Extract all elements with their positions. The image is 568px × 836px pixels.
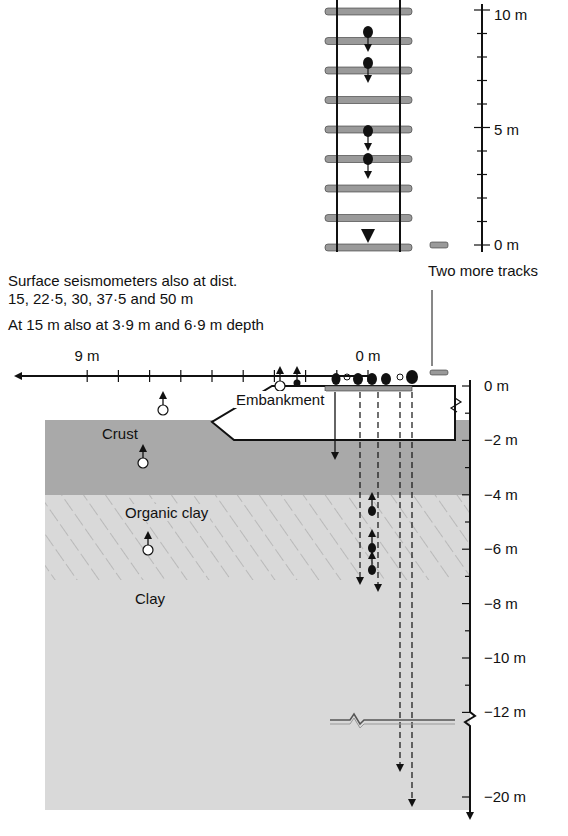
tick bbox=[462, 440, 470, 441]
depth-label: −12 m bbox=[484, 703, 526, 721]
rail bbox=[399, 0, 401, 252]
axis-ticks bbox=[462, 386, 470, 797]
scale-label: 5 m bbox=[494, 121, 519, 139]
track-tie bbox=[325, 185, 412, 192]
tick bbox=[462, 796, 470, 797]
tick bbox=[474, 9, 490, 10]
crust-band: Crust bbox=[45, 420, 470, 495]
clay-band bbox=[45, 420, 470, 810]
depth-label: −2 m bbox=[484, 431, 518, 449]
callout-label: Two more tracks bbox=[428, 262, 538, 280]
track-ballast bbox=[325, 386, 412, 391]
note: Surface seismometers also at dist. 15, 2… bbox=[8, 272, 256, 308]
sensor-arrows bbox=[143, 368, 372, 565]
tick bbox=[477, 150, 487, 151]
depth-label: 0 m bbox=[484, 377, 509, 395]
depth-label: −8 m bbox=[484, 595, 518, 613]
embankment-sensors bbox=[294, 370, 419, 387]
axis-ticks bbox=[474, 10, 490, 245]
tick bbox=[477, 33, 487, 34]
depth-label: −6 m bbox=[484, 540, 518, 558]
scale-label: 0 m bbox=[494, 236, 519, 254]
depth-label: −10 m bbox=[484, 649, 526, 667]
plan-sensors bbox=[361, 26, 375, 243]
axis-label: 0 m bbox=[355, 347, 380, 365]
layer-label: Organic clay bbox=[123, 504, 210, 521]
layer-label: Clay bbox=[133, 590, 167, 607]
track-tie bbox=[325, 8, 412, 15]
depth-break bbox=[330, 714, 455, 724]
depth-sensors bbox=[368, 506, 376, 575]
tick bbox=[477, 221, 487, 222]
tick bbox=[477, 197, 487, 198]
track-tie bbox=[325, 215, 412, 222]
tick bbox=[305, 370, 306, 382]
tick bbox=[462, 603, 470, 604]
tick bbox=[243, 370, 244, 382]
axis-ticks bbox=[87, 370, 368, 382]
tick bbox=[367, 370, 368, 382]
depth-axis bbox=[465, 380, 475, 818]
tick bbox=[477, 56, 487, 57]
organic-clay-band: Organic clay bbox=[45, 495, 470, 580]
tick bbox=[465, 630, 470, 631]
other-track-tie bbox=[430, 242, 448, 248]
horizontal-axis bbox=[16, 375, 368, 377]
tick bbox=[465, 467, 470, 468]
tick bbox=[211, 370, 212, 382]
tick bbox=[87, 370, 88, 382]
embankment-outline bbox=[212, 386, 455, 440]
tick bbox=[465, 521, 470, 522]
track-tie bbox=[325, 244, 412, 251]
axis-label: 9 m bbox=[74, 347, 99, 365]
depth-label: −4 m bbox=[484, 486, 518, 504]
plan-arrows bbox=[367, 37, 368, 177]
tick bbox=[336, 370, 337, 382]
depth-label: −20 m bbox=[484, 788, 526, 806]
tick bbox=[149, 370, 150, 382]
tick bbox=[462, 494, 470, 495]
break-mark bbox=[451, 398, 461, 412]
scale-label: 10 m bbox=[494, 6, 527, 24]
tick bbox=[477, 80, 487, 81]
tick bbox=[462, 712, 470, 713]
track-ties bbox=[325, 8, 412, 251]
organic-clay-hatching bbox=[45, 495, 470, 580]
leader-line bbox=[432, 290, 433, 366]
rail bbox=[336, 0, 338, 252]
tick bbox=[465, 685, 470, 686]
tick bbox=[474, 127, 490, 128]
layer-label: Crust bbox=[100, 425, 140, 442]
tick bbox=[477, 103, 487, 104]
tick bbox=[462, 657, 470, 658]
embankment-region: Embankment bbox=[212, 386, 455, 440]
layer-label: Embankment bbox=[234, 391, 326, 408]
tick bbox=[462, 549, 470, 550]
clay-band: Clay bbox=[45, 580, 470, 810]
tick bbox=[474, 244, 490, 245]
track-tie bbox=[325, 97, 412, 104]
borehole-lines bbox=[360, 392, 412, 805]
tick bbox=[180, 370, 181, 382]
tick bbox=[274, 370, 275, 382]
tick bbox=[465, 413, 470, 414]
depth-break bbox=[330, 718, 455, 728]
tick bbox=[477, 174, 487, 175]
tick bbox=[462, 385, 470, 386]
tick bbox=[465, 576, 470, 577]
tick bbox=[118, 370, 119, 382]
other-track-tie bbox=[430, 370, 448, 375]
note: At 15 m also at 3·9 m and 6·9 m depth bbox=[8, 316, 264, 334]
